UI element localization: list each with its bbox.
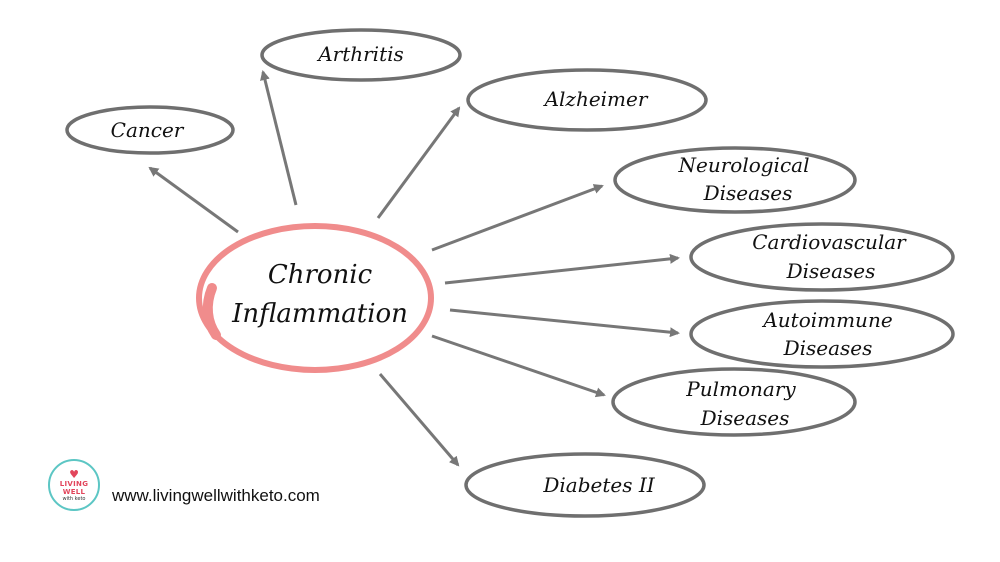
logo-text-with-keto: with keto [62, 495, 86, 502]
node-cancer-label: Cancer [111, 118, 185, 142]
node-pulmonary-label-2: Diseases [700, 406, 790, 430]
center-node: Chronic Inflammation [196, 223, 434, 373]
node-neurological-label-1: Neurological [678, 153, 810, 177]
heart-icon: ♥ [69, 467, 79, 481]
node-diabetes-ring [464, 452, 706, 518]
center-label-line2: Inflammation [231, 299, 408, 329]
node-autoimmune-ring [689, 299, 955, 369]
node-cardiovascular-label-2: Diseases [786, 259, 876, 283]
node-cancer: Cancer [65, 105, 235, 155]
node-pulmonary: Pulmonary Diseases [611, 367, 857, 437]
node-cardiovascular-label-1: Cardiovascular [752, 230, 907, 254]
arrow-to-diabetes [378, 373, 460, 467]
node-pulmonary-ring [611, 367, 857, 437]
arrow-to-autoimmune [449, 308, 680, 338]
logo-text-well: WELL [62, 487, 86, 496]
website-url: www.livingwellwithketo.com [112, 486, 320, 505]
node-alzheimer-label: Alzheimer [543, 87, 649, 111]
node-diabetes-label: Diabetes II [542, 473, 655, 497]
center-label-line1: Chronic [268, 260, 373, 290]
node-autoimmune: Autoimmune Diseases [689, 299, 955, 369]
arrow-to-cancer [148, 166, 239, 234]
node-cancer-ring [65, 105, 235, 155]
arrow-to-cardiovascular [444, 253, 680, 285]
arrow-to-arthritis [260, 70, 298, 206]
arrow-to-alzheimer [376, 106, 461, 219]
node-arthritis-label: Arthritis [316, 42, 404, 66]
node-alzheimer-ring [466, 68, 708, 132]
node-arthritis-ring [260, 28, 462, 82]
living-well-logo: ♥ LIVING WELL with keto [48, 459, 100, 511]
arrow-to-pulmonary [431, 334, 606, 398]
node-autoimmune-label-1: Autoimmune [761, 308, 892, 332]
center-ring-stroke-end [202, 283, 221, 340]
node-arthritis: Arthritis [260, 28, 462, 82]
node-neurological: Neurological Diseases [613, 146, 857, 214]
node-cardiovascular: Cardiovascular Diseases [689, 222, 955, 292]
logo-text-living: LIVING [59, 479, 89, 488]
node-neurological-label-2: Diseases [703, 181, 793, 205]
node-pulmonary-label-1: Pulmonary [685, 377, 796, 401]
center-ring [196, 223, 434, 373]
node-neurological-ring [613, 146, 857, 214]
node-cardiovascular-ring [689, 222, 955, 292]
node-alzheimer: Alzheimer [466, 68, 708, 132]
arrow-to-neurological [431, 184, 604, 252]
node-diabetes: Diabetes II [464, 452, 706, 518]
node-autoimmune-label-2: Diseases [783, 336, 873, 360]
